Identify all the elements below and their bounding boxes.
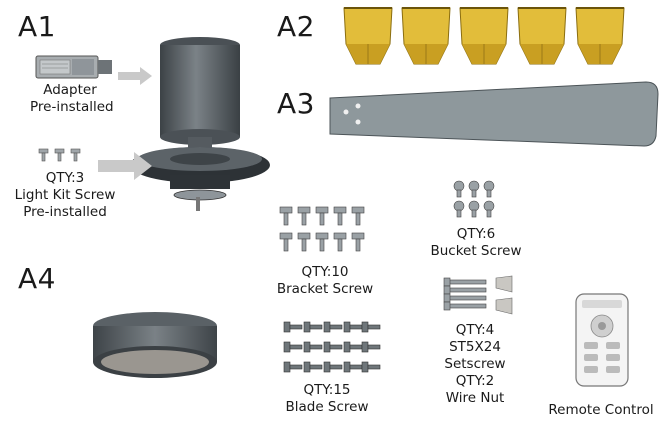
light-kit-icon (93, 312, 217, 378)
section-a2-label: A2 (277, 10, 315, 43)
section-a4-label: A4 (18, 262, 56, 295)
bracket-screw-label: QTY:10 Bracket Screw (276, 264, 374, 297)
setscrew-label: QTY:4 ST5X24 Setscrew QTY:2 Wire Nut (444, 322, 506, 406)
adapter-label: Adapter Pre-installed (30, 82, 114, 115)
bucket-screw-label: QTY:6 Bucket Screw (430, 226, 522, 259)
section-a1-label: A1 (18, 10, 56, 43)
blade-screw-icon (283, 321, 381, 373)
motor-housing-icon (130, 37, 270, 211)
arrow-icon (98, 152, 152, 180)
remote-control-icon (575, 293, 629, 387)
blade-screw-label: QTY:15 Blade Screw (285, 382, 369, 415)
adapter-icon (35, 55, 112, 79)
light-kit-screw-icon (38, 148, 81, 162)
bucket-screw-icon (453, 180, 495, 218)
remote-control-label: Remote Control (548, 402, 654, 418)
bracket-screw-icon (279, 206, 365, 252)
fan-blade-icon (329, 81, 659, 147)
section-a3-label: A3 (277, 87, 315, 120)
blade-bucket-icon (343, 7, 625, 65)
wire-nut-icon (495, 275, 513, 315)
arrow-icon (118, 67, 152, 85)
setscrew-icon (443, 275, 513, 315)
light-kit-screw-label: QTY:3 Light Kit Screw Pre-installed (14, 170, 116, 220)
